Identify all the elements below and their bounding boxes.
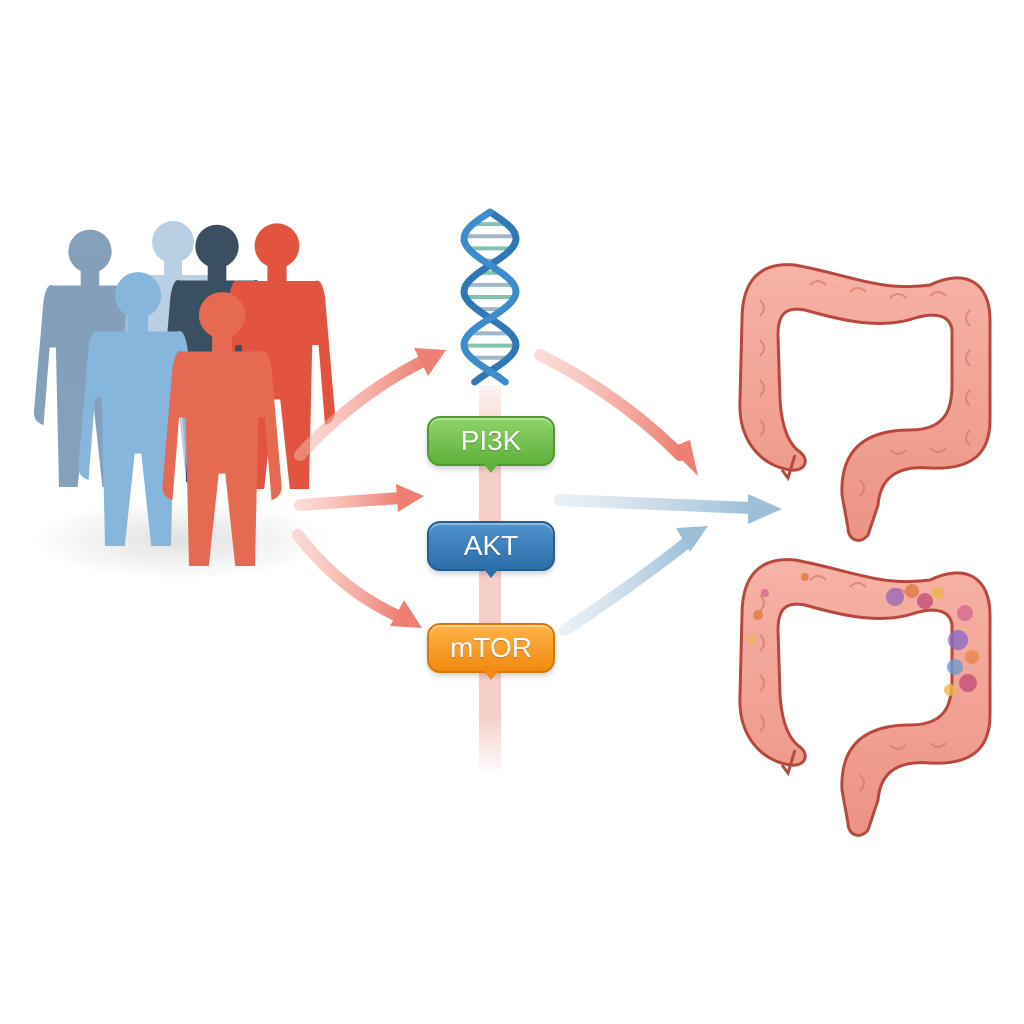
arrow-dna-to-colon <box>534 349 698 476</box>
population-silhouettes <box>30 221 335 580</box>
healthy-colon-icon <box>738 263 992 542</box>
arrow-population-to-mtor <box>292 529 422 628</box>
diseased-colon-icon <box>738 558 992 837</box>
arrow-akt-to-colon <box>554 494 782 524</box>
lesion-cluster <box>748 573 979 696</box>
arrow-mtor-to-colon <box>559 526 708 636</box>
arrow-population-to-akt <box>294 484 424 512</box>
akt-node: AKT <box>427 521 555 578</box>
pi3k-node: PI3K <box>427 416 555 473</box>
arrow-population-to-dna <box>294 348 446 461</box>
dna-helix-icon <box>460 208 520 386</box>
dna-strand <box>460 208 520 386</box>
dna-strand <box>460 208 520 386</box>
mtor-node: mTOR <box>427 623 555 680</box>
